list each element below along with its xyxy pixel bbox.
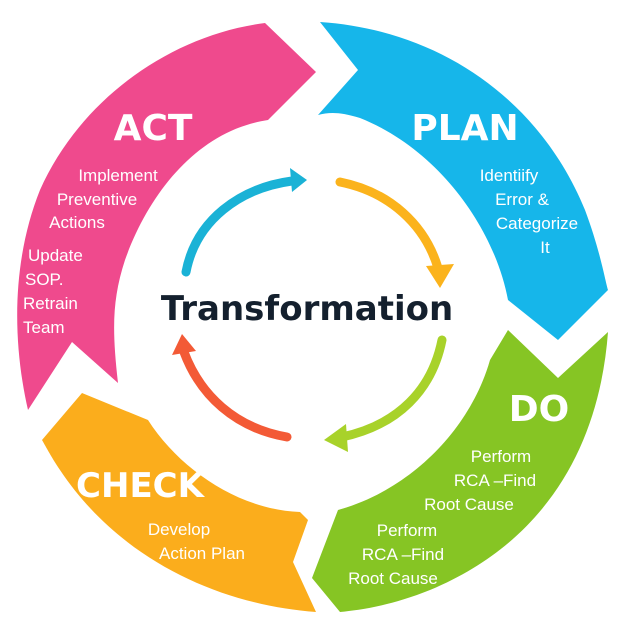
- do-line: RCA –Find: [362, 545, 444, 564]
- act-line: Team: [23, 318, 65, 337]
- plan-title: PLAN: [411, 108, 518, 149]
- red-cycle-arrow: [179, 347, 292, 442]
- check-title: CHECK: [76, 466, 206, 506]
- plan-line: Identiify: [480, 166, 539, 185]
- plan-segment: [318, 22, 608, 340]
- do-line: Perform: [471, 447, 531, 466]
- red-arrowhead-icon: [172, 334, 196, 355]
- blue-cycle-arrow: [181, 176, 297, 277]
- check-line: Action Plan: [159, 544, 245, 563]
- check-line: Develop: [148, 520, 210, 539]
- act-line: SOP.: [25, 270, 63, 289]
- act-line: Implement: [78, 166, 158, 185]
- act-line: Retrain: [23, 294, 78, 313]
- center-title: Transformation: [161, 289, 453, 329]
- blue-arrowhead-icon: [290, 168, 307, 192]
- do-line: RCA –Find: [454, 471, 536, 490]
- do-line: Root Cause: [348, 569, 438, 588]
- yellow-arrowhead-icon: [426, 264, 454, 288]
- do-line: Perform: [377, 521, 437, 540]
- plan-line: Categorize: [496, 214, 578, 233]
- inner-cycle-arrows: [172, 168, 454, 452]
- act-line: Preventive: [57, 190, 137, 209]
- do-line: Root Cause: [424, 495, 514, 514]
- check-segment: [42, 393, 316, 612]
- plan-line: It: [540, 238, 550, 257]
- plan-line: Error &: [495, 190, 550, 209]
- do-segment: [312, 330, 608, 612]
- act-line: Update: [28, 246, 83, 265]
- yellow-cycle-arrow: [335, 177, 443, 273]
- green-cycle-arrow: [337, 335, 447, 442]
- act-title: ACT: [114, 108, 193, 149]
- green-arrowhead-icon: [324, 424, 348, 452]
- do-title: DO: [509, 389, 570, 430]
- act-segment: [17, 23, 316, 410]
- act-line: Actions: [49, 213, 105, 232]
